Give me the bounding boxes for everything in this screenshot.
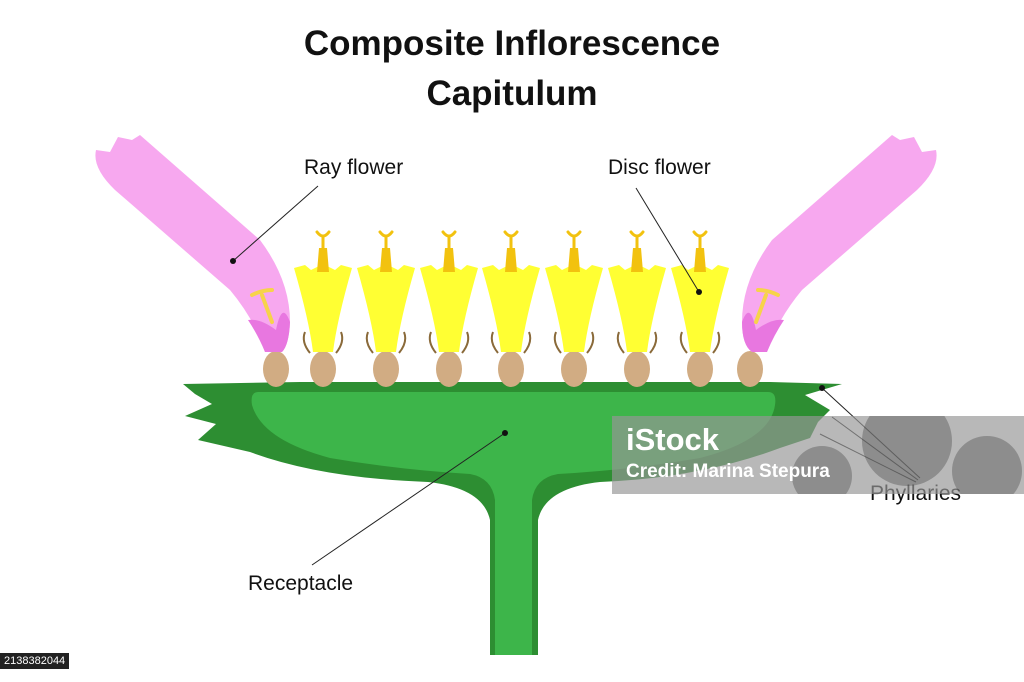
pointer-dot-phyllaries [819, 385, 825, 391]
ovary-2 [310, 351, 336, 387]
label-disc-flower: Disc flower [608, 156, 711, 179]
pointer-dot-ray-flower [230, 258, 236, 264]
ovary-group [263, 351, 763, 387]
ovary-5 [498, 351, 524, 387]
label-receptacle: Receptacle [248, 572, 354, 595]
ovary-9 [737, 351, 763, 387]
disc-flower-2 [357, 230, 415, 354]
title-line-2: Capitulum [426, 74, 598, 113]
pointer-dot-disc-flower [696, 289, 702, 295]
ovary-7 [624, 351, 650, 387]
ray-flower-right [742, 135, 937, 352]
leader-line-disc-flower [635, 187, 700, 293]
leader-line-receptacle [311, 432, 506, 566]
leader-line-ray-flower [232, 185, 319, 262]
ovary-6 [561, 351, 587, 387]
ovary-1 [263, 351, 289, 387]
disc-flower-1 [294, 230, 352, 354]
disc-flower-7 [671, 230, 729, 354]
watermark-credit: Credit: Marina Stepura [626, 461, 830, 482]
disc-flower-4 [482, 230, 540, 354]
disc-flower-5 [545, 230, 603, 354]
ovary-8 [687, 351, 713, 387]
watermark-logo: iStock [626, 422, 720, 457]
label-ray-flower: Ray flower [304, 156, 404, 179]
title-line-1: Composite Inflorescence [303, 24, 721, 63]
pointer-dot-receptacle [502, 430, 508, 436]
disc-flower-group [294, 230, 729, 354]
ovary-4 [436, 351, 462, 387]
disc-flower-6 [608, 230, 666, 354]
watermark-overlay: iStock Credit: Marina Stepura [612, 416, 1024, 494]
image-id-tag: 2138382044 [0, 653, 70, 669]
ray-flower-left [95, 135, 290, 352]
ovary-3 [373, 351, 399, 387]
disc-flower-3 [420, 230, 478, 354]
